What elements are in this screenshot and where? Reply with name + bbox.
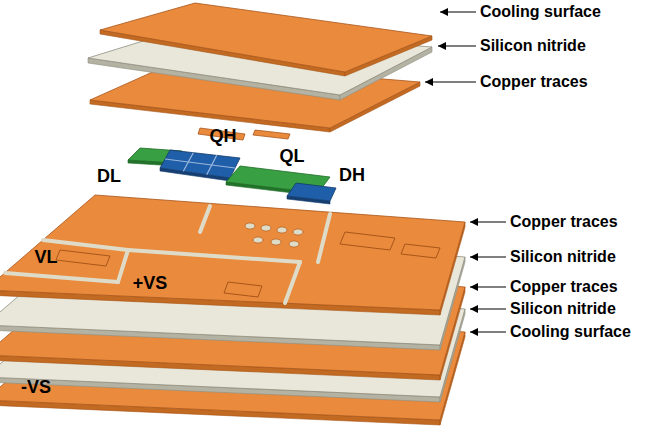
terminal-label: +VS [133, 274, 168, 294]
upper-copper-traces [224, 282, 262, 297]
top-copper-traces [253, 130, 290, 139]
upper-copper-traces [5, 273, 118, 282]
layer-label: Silicon nitride [510, 300, 616, 318]
upper-copper-traces [289, 241, 299, 247]
upper-copper-traces [0, 195, 465, 315]
leader-arrow [440, 11, 476, 12]
upper-copper-traces [293, 229, 303, 235]
chip-label: DH [339, 166, 365, 186]
layer-label: Silicon nitride [510, 248, 616, 266]
upper-copper-traces [245, 223, 255, 229]
upper-copper-traces [118, 250, 128, 282]
leader-arrow [470, 308, 506, 309]
leader-arrow [470, 286, 506, 287]
terminal-label: VL [34, 248, 57, 268]
top-cooling-layer [100, 3, 432, 76]
upper-copper-traces [200, 206, 210, 232]
leader-arrow [425, 81, 476, 82]
leader-arrow [425, 12, 506, 332]
upper-copper-traces [340, 232, 395, 250]
chip-label: QH [210, 127, 237, 147]
top-cooling-layer [100, 3, 432, 72]
upper-copper-traces [277, 227, 287, 233]
semiconductor-chips [128, 148, 336, 204]
layer-label: Copper traces [510, 278, 618, 296]
layer-label: Copper traces [480, 73, 588, 91]
leader-arrow [438, 45, 476, 46]
leader-arrow [470, 331, 506, 332]
upper-copper-traces [271, 239, 281, 245]
layer-label: Cooling surface [480, 3, 601, 21]
upper-copper-traces [56, 250, 110, 266]
upper-copper-traces [261, 225, 271, 231]
semiconductor-chips [160, 150, 240, 178]
layer-label: Silicon nitride [480, 37, 586, 55]
upper-copper-traces [128, 250, 300, 262]
upper-copper-traces [318, 214, 330, 262]
terminal-label: -VS [21, 378, 51, 398]
upper-copper-traces [285, 262, 300, 303]
leader-arrow [470, 256, 506, 257]
layer-label: Copper traces [510, 213, 618, 231]
semiconductor-chips [287, 183, 336, 201]
chip-label: QL [280, 147, 305, 167]
semiconductor-chips [165, 159, 235, 168]
leader-arrow [470, 221, 506, 222]
layer-label: Cooling surface [510, 323, 631, 341]
chip-label: DL [97, 167, 121, 187]
upper-copper-traces [0, 195, 465, 310]
upper-copper-traces [401, 244, 440, 258]
upper-copper-traces [253, 237, 263, 243]
